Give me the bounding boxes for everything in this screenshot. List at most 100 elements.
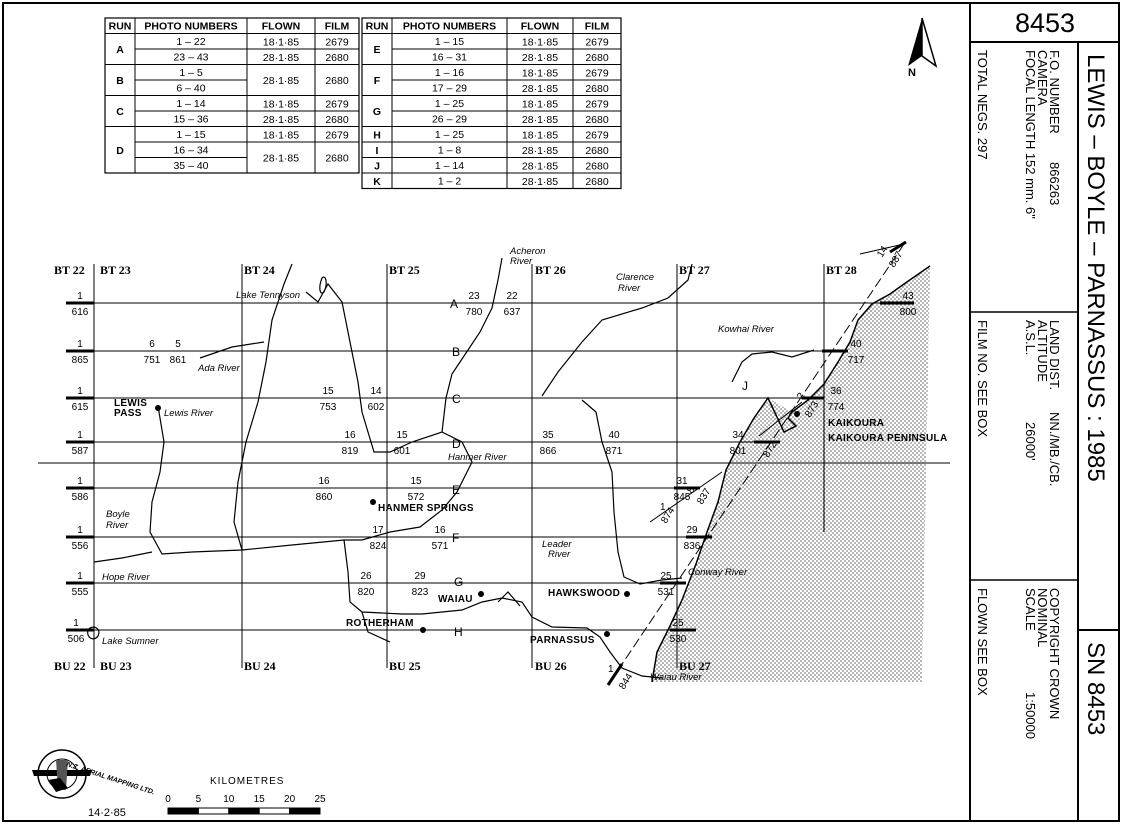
grid-label: BU 24 — [244, 659, 276, 673]
scale-segment — [197, 807, 230, 815]
photo-last: 616 — [72, 307, 89, 318]
slant-label: 844 — [617, 671, 635, 691]
photo-labels: 1616186516151587158615561555150623780226… — [68, 291, 917, 645]
table-cell: 28·1·85 — [522, 83, 558, 95]
table-run-cell: F — [374, 75, 381, 87]
run-letter: G — [454, 575, 463, 589]
photo-first: 16 — [318, 476, 330, 487]
table-cell: 2680 — [585, 83, 609, 95]
river-label: Conway River — [688, 567, 748, 578]
table-cell: 2680 — [585, 176, 609, 188]
river-label: River — [510, 256, 533, 267]
photo-last: 861 — [170, 355, 187, 366]
photo-first: 35 — [542, 430, 554, 441]
run-letter: A — [450, 297, 458, 311]
photo-first: 22 — [506, 291, 518, 302]
fo-number-label: F.O. NUMBER — [1047, 50, 1062, 134]
photo-last: 602 — [368, 402, 385, 413]
run-letter: H — [454, 625, 463, 639]
grid-label: BT 22 — [54, 263, 85, 277]
photo-first: 14 — [370, 386, 382, 397]
table-header: FLOWN — [521, 21, 560, 33]
photo-last: 871 — [606, 446, 623, 457]
river-label: Acheron — [509, 246, 545, 257]
table-cell: 18·1·85 — [522, 129, 558, 141]
scale-tick: 5 — [196, 794, 202, 805]
table-cell: 6 – 40 — [176, 83, 205, 95]
grid-label: BT 24 — [244, 263, 275, 277]
photo-last: 801 — [730, 446, 747, 457]
table-cell: 26 – 29 — [432, 114, 467, 126]
photo-first: 1 — [77, 291, 83, 302]
table-cell: 28·1·85 — [522, 160, 558, 172]
slant-label: 14 — [875, 244, 890, 260]
table-cell: 17 – 29 — [432, 83, 467, 95]
photo-last: 615 — [72, 402, 89, 413]
photo-first: 25 — [660, 571, 672, 582]
place-name: PARNASSUS — [530, 635, 595, 646]
photo-first: 1 — [73, 618, 79, 629]
photo-first: 26 — [360, 571, 372, 582]
table-cell: 23 – 43 — [173, 52, 208, 64]
aerial-mapping-logo: N.Z. AERIAL MAPPING LTD. — [32, 749, 155, 799]
flown: FLOWN SEE BOX — [975, 588, 990, 696]
photo-first: 23 — [468, 291, 480, 302]
place-name: KAIKOURA PENINSULA — [828, 433, 947, 444]
table-cell: 2680 — [325, 114, 349, 126]
table-cell: 2679 — [585, 36, 609, 48]
photo-last: 845 — [674, 492, 691, 503]
grid-label: BT 28 — [826, 263, 857, 277]
table-cell: 1 – 16 — [435, 67, 464, 79]
table-header: RUN — [109, 21, 132, 33]
scale-tick: 10 — [223, 794, 235, 805]
flight-lines — [66, 243, 905, 683]
table-cell: 28·1·85 — [522, 52, 558, 64]
table-cell: 1 – 15 — [435, 36, 464, 48]
table-cell: 1 – 25 — [435, 129, 464, 141]
photo-first: 15 — [322, 386, 334, 397]
slant-label: 1 — [608, 664, 614, 675]
table-header: RUN — [366, 21, 389, 33]
slant-label: 1 — [660, 502, 666, 513]
photo-last: 587 — [72, 446, 89, 457]
photo-last: 819 — [342, 446, 359, 457]
photo-first: 1 — [77, 571, 83, 582]
table-cell: 18·1·85 — [263, 36, 299, 48]
river-label: Hope River — [102, 572, 150, 583]
photo-first: 43 — [902, 291, 914, 302]
table-run-cell: A — [116, 44, 124, 56]
rivers — [87, 257, 815, 679]
table-cell: 2680 — [585, 114, 609, 126]
asl-label: A.S.L. — [1023, 320, 1038, 355]
table-cell: 18·1·85 — [263, 129, 299, 141]
photo-first: 31 — [676, 476, 688, 487]
photo-last: 820 — [358, 587, 375, 598]
grid-label: BU 26 — [535, 659, 567, 673]
table-cell: 28·1·85 — [263, 52, 299, 64]
photo-last: 866 — [540, 446, 557, 457]
table-header: PHOTO NUMBERS — [403, 21, 496, 33]
table-cell: 1 – 14 — [435, 160, 464, 172]
scale-tick: 15 — [254, 794, 266, 805]
table-cell: 2679 — [585, 98, 609, 110]
table-cell: 2679 — [585, 67, 609, 79]
table-run-cell: B — [116, 75, 124, 87]
table-cell: 16 – 31 — [432, 52, 467, 64]
photo-last: 824 — [370, 541, 387, 552]
river-label: Kowhai River — [718, 324, 775, 335]
scale-tick: 0 — [165, 794, 171, 805]
photo-first: 40 — [850, 339, 862, 350]
grid-label: BU 25 — [389, 659, 421, 673]
scale-segment — [258, 807, 291, 815]
